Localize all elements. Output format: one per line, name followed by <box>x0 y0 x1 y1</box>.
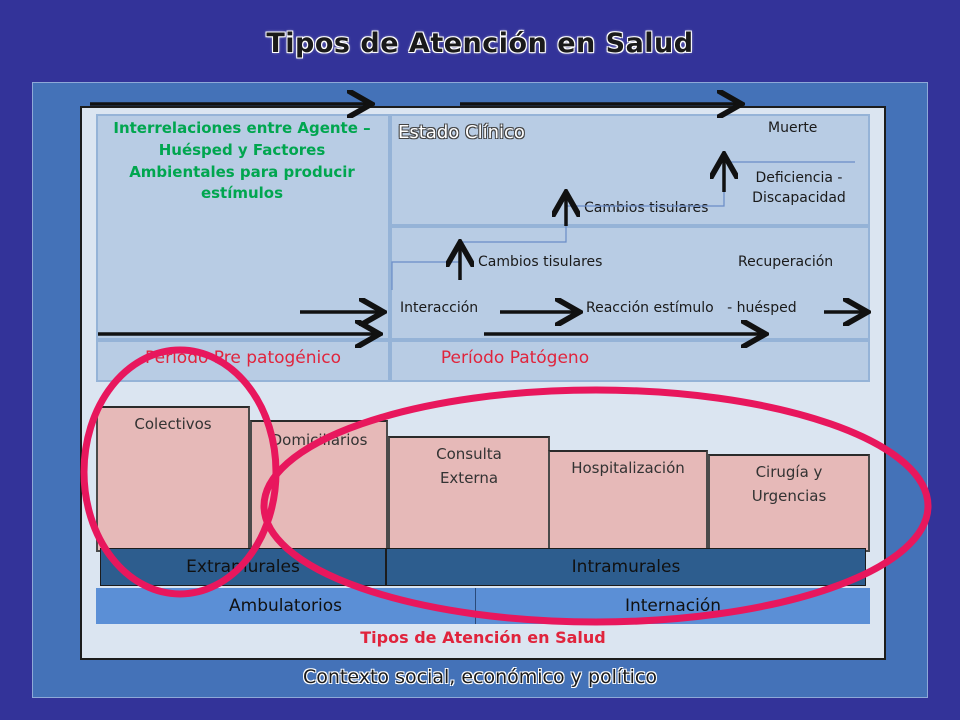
periodo-pat-box <box>390 340 870 382</box>
cambios-tisulares-top-label: Cambios tisulares <box>584 200 709 216</box>
periodo-pat-label: Período Patógeno <box>440 348 590 368</box>
estado-clinico-label: Estado Clínico <box>398 122 525 143</box>
service-box-colectivos <box>96 406 250 552</box>
muerte-label: Muerte <box>768 120 818 136</box>
estado-clinico-box <box>390 114 870 226</box>
service-label-consulta: Consulta Externa <box>436 445 502 487</box>
slide-title: Tipos de Atención en Salud <box>266 28 694 59</box>
ellipse-extramurales <box>80 346 280 598</box>
service-label-hospitalizacion: Hospitalización <box>571 459 685 477</box>
interrelaciones-text: Interrelaciones entre Agente – Huésped y… <box>113 119 371 203</box>
service-label-colectivos: Colectivos <box>134 415 212 433</box>
recuperacion-label: Recuperación <box>738 254 834 270</box>
reaccion-label: Reacción estímulo - huésped <box>586 300 797 316</box>
contexto-label: Contexto social, económico y político <box>303 666 657 688</box>
deficiencia-label: Deficiencia - Discapacidad <box>752 170 846 207</box>
intramurales-band: Intramurales <box>386 548 866 586</box>
interaccion-label: Interacción <box>400 300 479 316</box>
service-label-cirugia: Cirugía y Urgencias <box>751 463 827 505</box>
tipos-footer-label: Tipos de Atención en Salud <box>360 628 606 647</box>
ellipse-intramurales <box>260 386 932 626</box>
interrelaciones-box <box>96 114 390 340</box>
cambios-tisulares-mid-label: Cambios tisulares <box>478 254 603 270</box>
